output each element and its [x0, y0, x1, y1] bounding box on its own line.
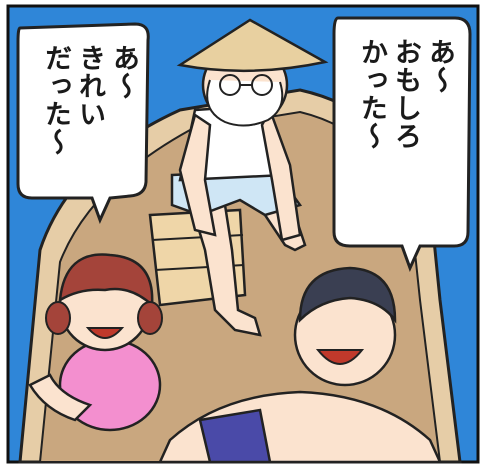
speech-bubble-left: [16, 22, 150, 224]
speech-bubble-right: [332, 16, 472, 272]
speech-left-line-3: だった～: [40, 44, 71, 156]
old-man: [170, 18, 329, 337]
speech-right-line-1: あ～: [424, 38, 455, 94]
speech-right-line-3: かった～: [356, 38, 387, 150]
speech-right-line-2: おもしろ: [390, 38, 421, 150]
speech-text-left: あ～ きれい だった～: [38, 44, 140, 194]
speech-text-right: あ～ おもしろ かった～: [354, 38, 456, 238]
girl: [28, 253, 163, 432]
speech-left-line-2: きれい: [74, 44, 105, 128]
speech-left-line-1: あ～: [108, 44, 139, 100]
boy: [158, 266, 442, 464]
